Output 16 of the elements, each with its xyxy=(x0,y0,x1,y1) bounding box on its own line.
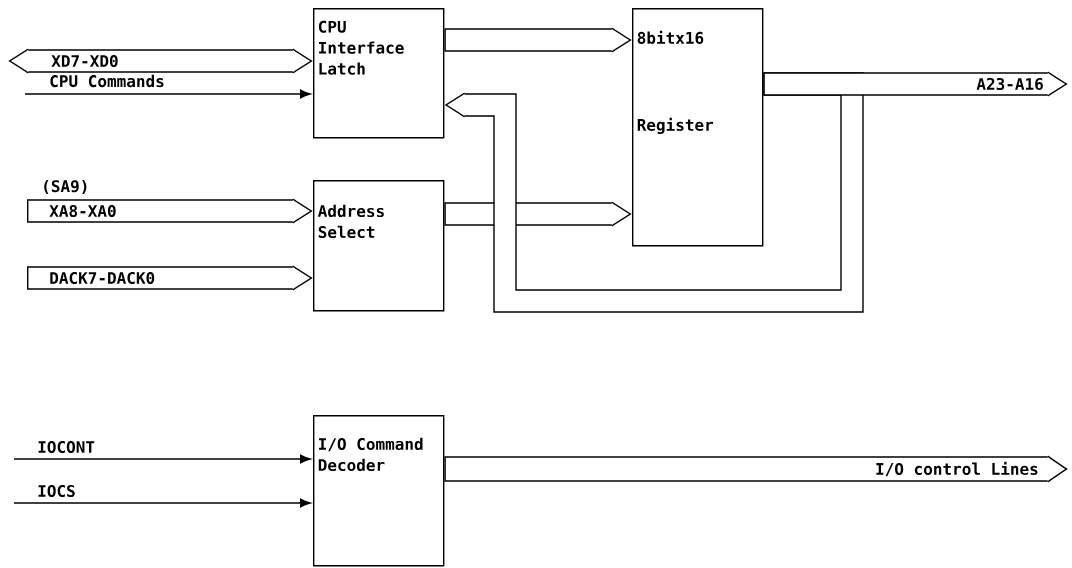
signal-name: XA8-XA0 xyxy=(49,204,116,218)
signal-name: XD7-XD0 xyxy=(51,54,118,68)
signal-arrow xyxy=(13,454,311,464)
signal-name: CPU Commands xyxy=(50,74,164,88)
signal-name: DACK7-DACK0 xyxy=(50,271,155,285)
signal-name: IOCONT xyxy=(38,440,95,454)
block-box: Address Select xyxy=(313,180,445,312)
block-box: 8bitx16 Register xyxy=(632,8,764,247)
signal-name: I/O control Lines xyxy=(876,461,1038,477)
block-box: I/O Command Decoder xyxy=(313,415,445,567)
signal-name: A23-A16 xyxy=(976,77,1043,91)
signal-name: IOCS xyxy=(38,484,75,498)
signal-name: (SA9) xyxy=(44,179,87,195)
block-box: CPU Interface Latch xyxy=(313,8,445,139)
signal-arrow xyxy=(13,498,311,508)
signal-arrow xyxy=(24,89,311,99)
